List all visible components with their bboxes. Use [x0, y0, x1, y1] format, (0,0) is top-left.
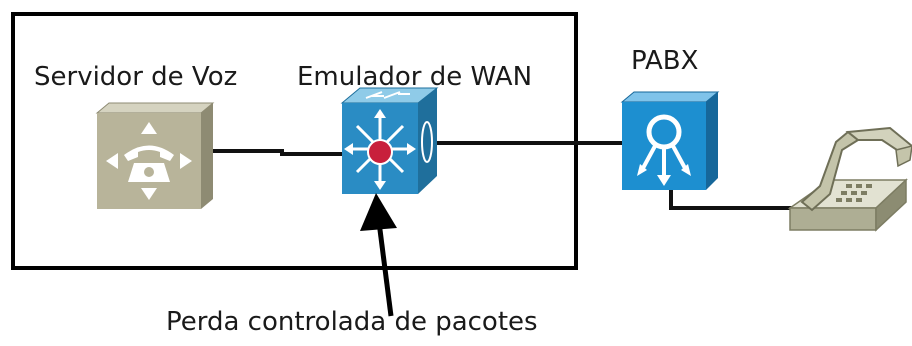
multilayer-switch-icon — [340, 87, 439, 194]
link-server-to-emulator — [213, 149, 342, 156]
pabx-icon — [620, 91, 720, 190]
pabx-label: PABX — [631, 46, 699, 76]
link-pabx-to-phone — [669, 190, 803, 210]
caption-arrow — [360, 193, 397, 317]
wan-emulator-label: Emulador de WAN — [297, 62, 533, 92]
packet-loss-caption: Perda controlada de pacotes — [166, 307, 538, 337]
voice-server-icon — [95, 102, 215, 209]
telephone-icon — [787, 126, 912, 232]
packet-loss-marker — [367, 139, 393, 165]
voice-server-label: Servidor de Voz — [34, 62, 238, 92]
